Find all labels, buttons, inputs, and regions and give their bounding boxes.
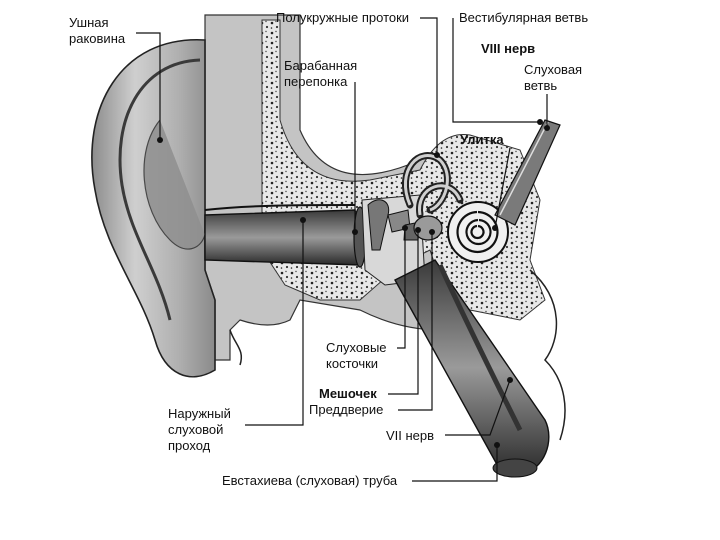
- labels: Ушная раковина Полукружные протоки Вести…: [69, 10, 588, 488]
- auricle-helix: [118, 58, 201, 321]
- label-cochlea: Улитка: [460, 132, 504, 147]
- label-external-canal: Наружный слуховой проход: [168, 406, 234, 453]
- label-eardrum: Барабанная перепонка: [284, 58, 361, 89]
- ear-illustration: [91, 14, 566, 478]
- label-auricle: Ушная раковина: [69, 15, 126, 46]
- nerve-vii-shape: [437, 263, 523, 432]
- earlobe-fold: [229, 329, 242, 366]
- auricle-concha: [143, 119, 206, 250]
- label-vestibular-branch: Вестибулярная ветвь: [459, 10, 588, 25]
- label-ossicles: Слуховые косточки: [326, 340, 390, 371]
- leader-lines: [136, 17, 550, 482]
- label-nerve-viii: VIII нерв: [481, 41, 535, 56]
- ossicles-shape: [367, 199, 421, 251]
- pharynx-wall: [529, 269, 566, 441]
- nerve-viii-shape: [494, 119, 561, 226]
- cochlea-shape: [447, 201, 509, 263]
- label-cochlear-branch: Слуховая ветвь: [524, 62, 586, 93]
- label-saccule: Мешочек: [319, 386, 377, 401]
- label-nerve-vii: VII нерв: [386, 428, 434, 443]
- eustachian-tube-opening: [492, 458, 538, 478]
- label-semicircular-canals: Полукружные протоки: [276, 10, 409, 25]
- label-eustachian-tube: Евстахиева (слуховая) труба: [222, 473, 398, 488]
- vestibule-shape: [413, 215, 443, 241]
- ear-canal: [204, 209, 361, 266]
- ear-canal-top-wall: [204, 204, 356, 211]
- label-vestibule: Преддверие: [309, 402, 383, 417]
